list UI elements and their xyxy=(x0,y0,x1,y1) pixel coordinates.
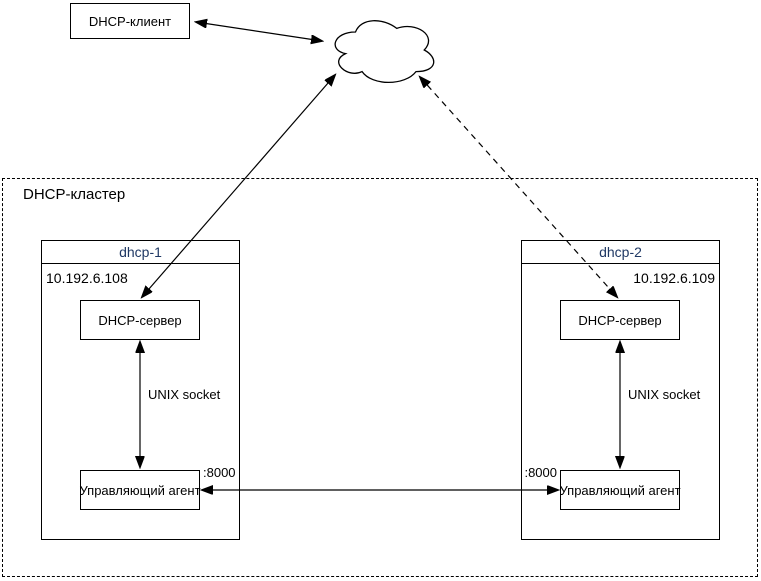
dhcp-server-box-2: DHCP-сервер xyxy=(560,300,680,340)
arrow-client-cloud xyxy=(196,22,322,41)
dhcp-server-label-2: DHCP-сервер xyxy=(578,312,662,328)
unix-socket-label-2: UNIX socket xyxy=(628,387,701,402)
dhcp-server-box-1: DHCP-сервер xyxy=(80,300,200,340)
port-label-1: :8000 xyxy=(203,465,236,480)
node-dhcp-1-ip: 10.192.6.108 xyxy=(46,270,128,286)
cluster-title: DHCP-кластер xyxy=(23,186,126,203)
control-agent-box-2: Управляющий агент xyxy=(559,470,681,510)
control-agent-label-1: Управляющий агент xyxy=(79,482,201,498)
dhcp-client-label: DHCP-клиент xyxy=(88,13,172,29)
unix-socket-label-1: UNIX socket xyxy=(148,387,221,402)
control-agent-box-1: Управляющий агент xyxy=(79,470,201,510)
network-cloud-icon xyxy=(334,20,435,83)
control-agent-label-2: Управляющий агент xyxy=(559,482,681,498)
node-dhcp-1-title: dhcp-1 xyxy=(42,241,239,264)
node-dhcp-2-title: dhcp-2 xyxy=(522,241,719,264)
dhcp-server-label-1: DHCP-сервер xyxy=(98,312,182,328)
node-dhcp-2-ip: 10.192.6.109 xyxy=(633,270,715,286)
dhcp-client-node: DHCP-клиент xyxy=(70,3,190,39)
port-label-2: :8000 xyxy=(524,465,557,480)
dhcp-cluster-container: DHCP-кластер xyxy=(2,178,758,577)
